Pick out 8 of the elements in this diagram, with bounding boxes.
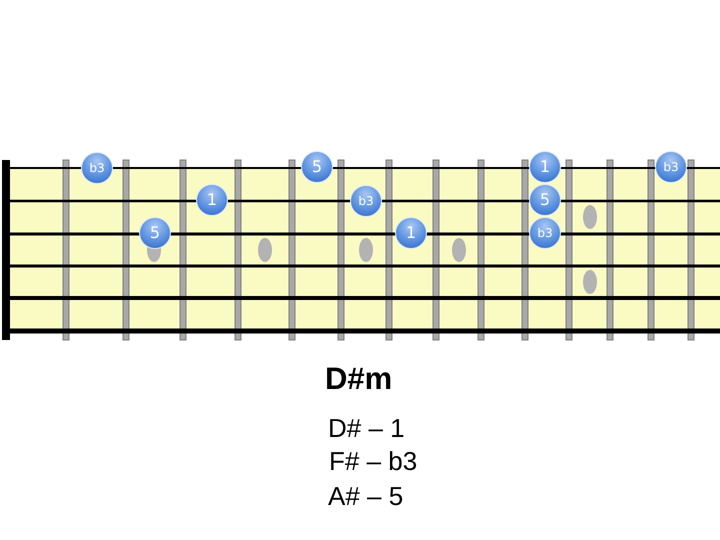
interval-marker: b3 — [81, 152, 113, 184]
chord-tone-text: D# – 1 — [328, 413, 405, 443]
chord-name-heading: D#m — [325, 361, 392, 397]
chord-tone-text: F# – b3 — [329, 446, 418, 476]
interval-marker: b3 — [655, 151, 687, 183]
chord-tone-text: A# – 5 — [328, 481, 404, 511]
interval-marker: 5 — [301, 151, 333, 183]
interval-marker: 1 — [529, 151, 561, 183]
